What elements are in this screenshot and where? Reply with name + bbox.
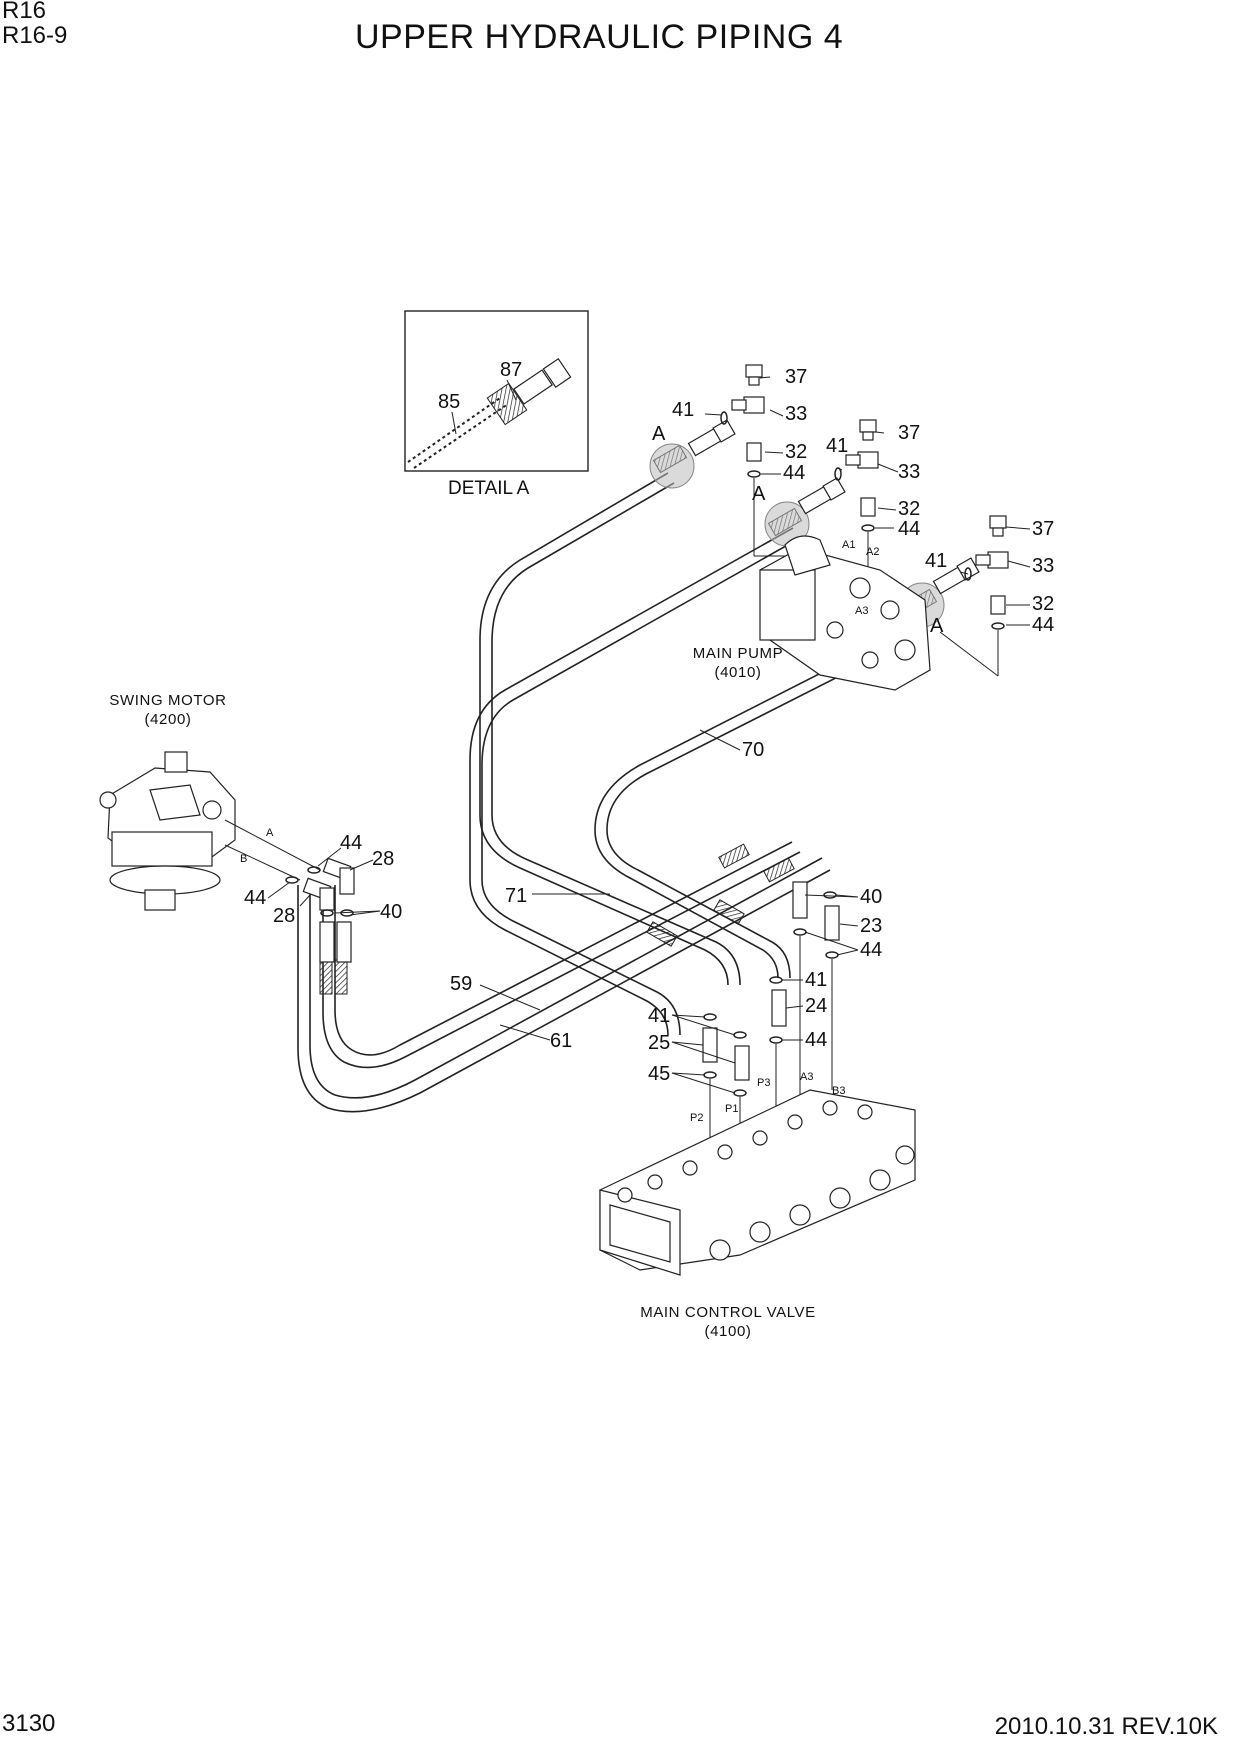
pipe-left-long (469, 527, 801, 1036)
callout-41-e: 41 (648, 1005, 670, 1027)
callout-44-a: 44 (783, 462, 805, 484)
main-pump-label: MAIN PUMP (693, 645, 783, 662)
detail-marker-a-1: A (652, 423, 666, 445)
callout-71: 71 (505, 885, 527, 907)
callout-25: 25 (648, 1032, 670, 1054)
swing-motor-elbows (285, 857, 355, 963)
callout-numbers: 41 37 33 32 44 37 41 33 32 44 37 41 33 3… (244, 366, 1054, 1085)
main-control-valve: P3 A3 B3 P2 P1 (599, 1071, 916, 1276)
model-variant: R16-9 (2, 22, 68, 49)
callout-33-a: 33 (785, 403, 807, 425)
valve-port-p3: P3 (757, 1077, 770, 1089)
callout-32-a: 32 (785, 441, 807, 463)
callout-37-b: 37 (898, 422, 920, 444)
callout-44-d: 44 (340, 832, 362, 854)
swing-motor-label: SWING MOTOR (109, 692, 226, 709)
control-valve-code: (4100) (705, 1323, 752, 1340)
callout-24: 24 (805, 995, 827, 1017)
hose-end-hatches (319, 444, 938, 995)
callout-28-b: 28 (273, 905, 295, 927)
callout-44-g: 44 (805, 1029, 827, 1051)
callout-44-e: 44 (244, 887, 266, 909)
callout-44-f: 44 (860, 939, 882, 961)
main-pump-code: (4010) (715, 664, 762, 681)
swing-port-b: B (240, 853, 247, 865)
callout-33-b: 33 (898, 461, 920, 483)
callout-28-a: 28 (372, 848, 394, 870)
valve-port-a3: A3 (800, 1071, 813, 1083)
component-captions: SWING MOTOR (4200) MAIN PUMP (4010) MAIN… (109, 645, 815, 1340)
callout-41-b: 41 (826, 435, 848, 457)
detail-callout-87: 87 (500, 359, 522, 381)
callout-45: 45 (648, 1063, 670, 1085)
callout-37-c: 37 (1032, 518, 1054, 540)
callout-40-b: 40 (860, 886, 882, 908)
fitting-group-1 (720, 364, 800, 557)
callout-41-a: 41 (672, 399, 694, 421)
callout-37-a: 37 (785, 366, 807, 388)
leader-lines (267, 376, 1031, 1094)
valve-port-p2: P2 (690, 1112, 703, 1124)
model-code: R16 (2, 0, 47, 24)
pipe-61 (297, 857, 831, 1113)
pipe-70 (594, 637, 896, 979)
fitting-group-2 (834, 419, 879, 575)
pipe-59 (322, 841, 801, 1069)
callout-32-b: 32 (898, 498, 920, 520)
control-valve-label: MAIN CONTROL VALVE (640, 1304, 816, 1321)
detail-marker-a-2: A (752, 483, 766, 505)
port-a2: A2 (866, 546, 879, 558)
main-pump: A1 A2 A3 (759, 535, 931, 691)
swing-motor: A B (99, 751, 321, 911)
callout-41-d: 41 (805, 969, 827, 991)
detail-a-caption: DETAIL A (448, 478, 530, 499)
callout-70: 70 (742, 739, 764, 761)
callout-23: 23 (860, 915, 882, 937)
page-number: 3130 (2, 1710, 56, 1737)
revision-date: 2010.10.31 REV.10K (994, 1713, 1218, 1740)
pipe-71 (479, 472, 741, 986)
detail-callout-85: 85 (438, 391, 460, 413)
pump-hose-fittings (687, 419, 980, 595)
callout-40-a: 40 (380, 901, 402, 923)
port-a3: A3 (855, 605, 868, 617)
fitting-group-3 (939, 515, 1009, 677)
detail-a-box: 87 85 DETAIL A (404, 310, 589, 499)
valve-port-b3: B3 (832, 1085, 845, 1097)
callout-44-c: 44 (1032, 614, 1054, 636)
page-title: UPPER HYDRAULIC PIPING 4 (355, 18, 844, 56)
swing-motor-code: (4200) (145, 711, 192, 728)
detail-marker-a-3: A (930, 615, 944, 637)
valve-port-p1: P1 (725, 1103, 738, 1115)
port-a1: A1 (842, 539, 855, 551)
callout-41-c: 41 (925, 550, 947, 572)
callout-32-c: 32 (1032, 593, 1054, 615)
callout-61: 61 (550, 1030, 572, 1052)
callout-33-c: 33 (1032, 555, 1054, 577)
swing-port-a: A (266, 827, 274, 839)
callout-44-b: 44 (898, 518, 920, 540)
callout-59: 59 (450, 973, 472, 995)
